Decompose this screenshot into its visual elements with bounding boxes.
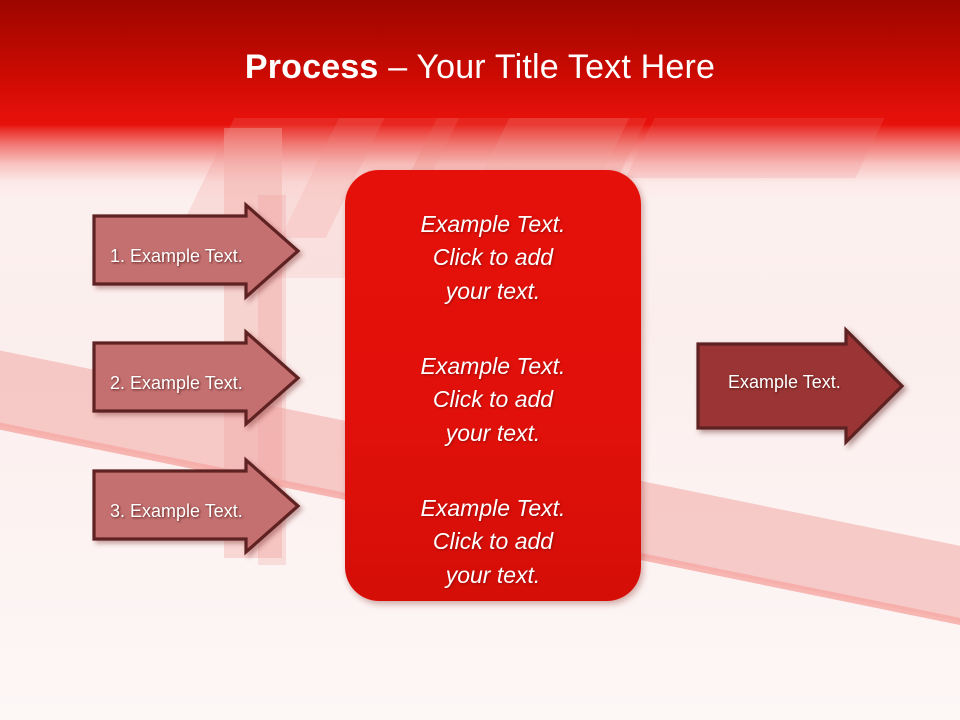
input-arrow-2[interactable]: 2. Example Text. [90,328,302,428]
arrow-right-icon [92,201,301,301]
panel-text-block-2: Example Text. Click to add your text. [420,353,566,446]
panel-text-block-1: Example Text. Click to add your text. [420,211,566,304]
input-arrow-3[interactable]: 3. Example Text. [90,456,302,556]
input-arrow-1[interactable]: 1. Example Text. [90,201,302,301]
process-panel[interactable]: Example Text. Click to add your text. Ex… [345,170,641,601]
page-title: Process – Your Title Text Here [0,48,960,87]
header-band [0,0,960,200]
panel-text-block-3: Example Text. Click to add your text. [420,495,566,588]
arrow-right-icon [696,326,905,446]
output-arrow[interactable]: Example Text. [694,326,906,446]
arrow-right-icon [92,456,301,556]
arrow-right-icon [92,328,301,428]
page-title-rest: – Your Title Text Here [378,48,716,86]
page-title-bold: Process [244,48,379,86]
